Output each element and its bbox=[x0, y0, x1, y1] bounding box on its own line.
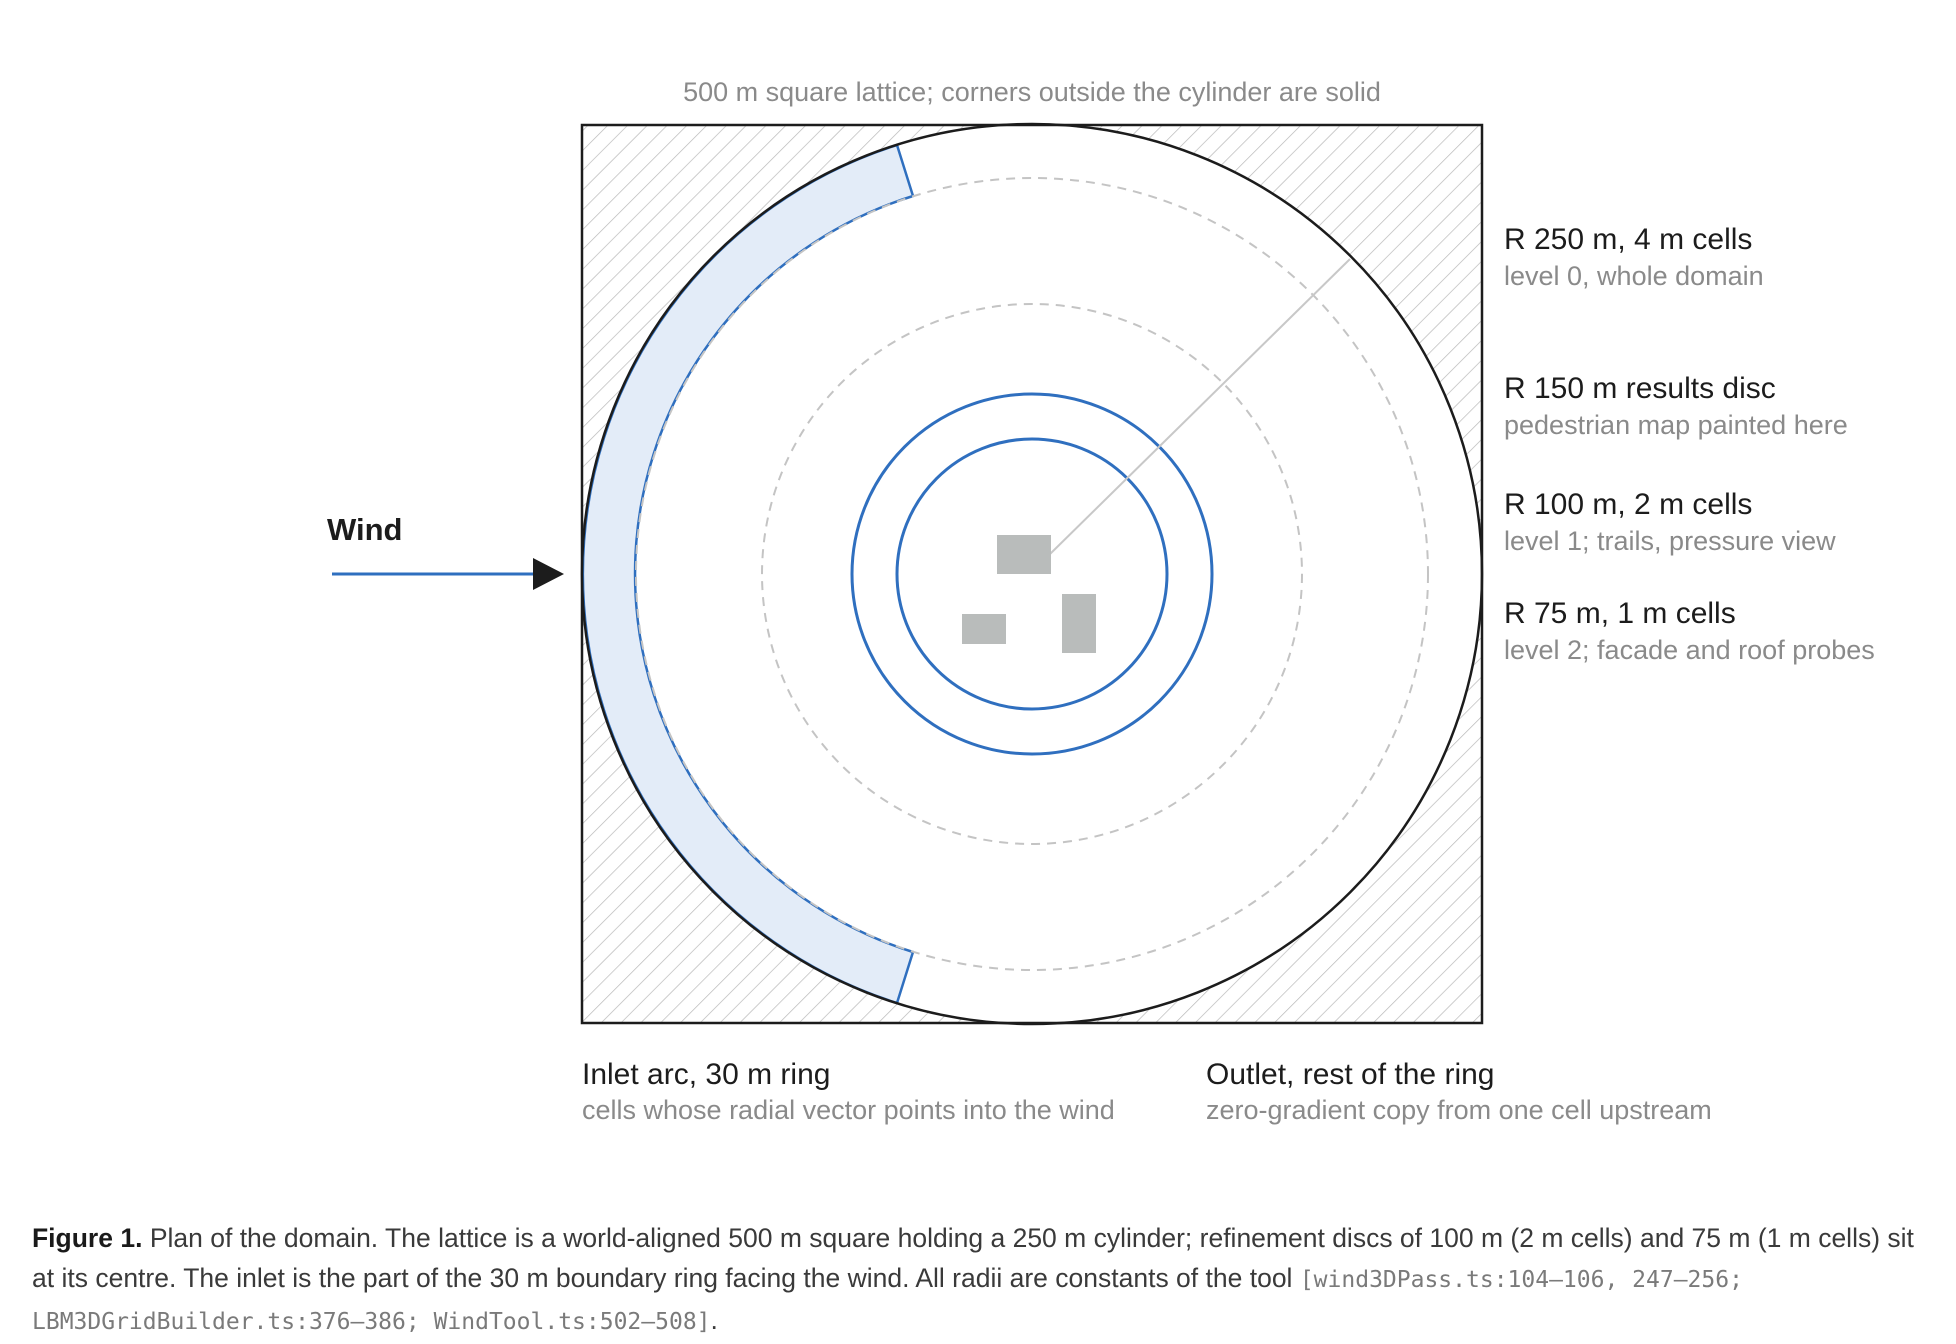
lattice-caption: 500 m square lattice; corners outside th… bbox=[683, 77, 1381, 107]
results-disc-r150 bbox=[761, 303, 1303, 845]
ring-inner-boundary bbox=[635, 177, 1429, 971]
caption-end: . bbox=[710, 1305, 718, 1335]
refinement-disc-r75 bbox=[895, 437, 1169, 711]
building bbox=[1062, 594, 1096, 653]
inlet-subtitle: cells whose radial vector points into th… bbox=[582, 1095, 1115, 1125]
building bbox=[962, 614, 1006, 644]
figure-label: Figure 1. bbox=[32, 1223, 143, 1253]
inlet-title: Inlet arc, 30 m ring bbox=[582, 1058, 830, 1091]
label-r150-title: R 150 m results disc bbox=[1504, 372, 1776, 405]
figure-caption: Figure 1. Plan of the domain. The lattic… bbox=[32, 1218, 1932, 1342]
building bbox=[997, 535, 1051, 574]
label-r250-subtitle: level 0, whole domain bbox=[1504, 261, 1764, 291]
cylinder-boundary-r250 bbox=[580, 122, 1484, 1026]
label-r75-title: R 75 m, 1 m cells bbox=[1504, 597, 1736, 630]
wind-arrow-head bbox=[533, 558, 564, 590]
outlet-subtitle: zero-gradient copy from one cell upstrea… bbox=[1206, 1095, 1712, 1125]
radius-line bbox=[1047, 258, 1351, 557]
domain-plan-diagram: 500 m square lattice; corners outside th… bbox=[327, 77, 1875, 1125]
caption-text: Plan of the domain. The lattice is a wor… bbox=[32, 1223, 1914, 1293]
label-r100-subtitle: level 1; trails, pressure view bbox=[1504, 526, 1836, 556]
label-r250-title: R 250 m, 4 m cells bbox=[1504, 223, 1752, 256]
refinement-disc-r100 bbox=[850, 392, 1214, 756]
source-references: [wind3DPass.ts:104–106, 247–256; LBM3DGr… bbox=[32, 1267, 1743, 1335]
label-r150-subtitle: pedestrian map painted here bbox=[1504, 410, 1848, 440]
label-r100-title: R 100 m, 2 m cells bbox=[1504, 488, 1752, 521]
label-r75-subtitle: level 2; facade and roof probes bbox=[1504, 635, 1875, 665]
outlet-title: Outlet, rest of the ring bbox=[1206, 1058, 1494, 1091]
wind-label: Wind bbox=[327, 512, 402, 547]
radius-labels: R 250 m, 4 m cells level 0, whole domain… bbox=[1504, 223, 1875, 665]
